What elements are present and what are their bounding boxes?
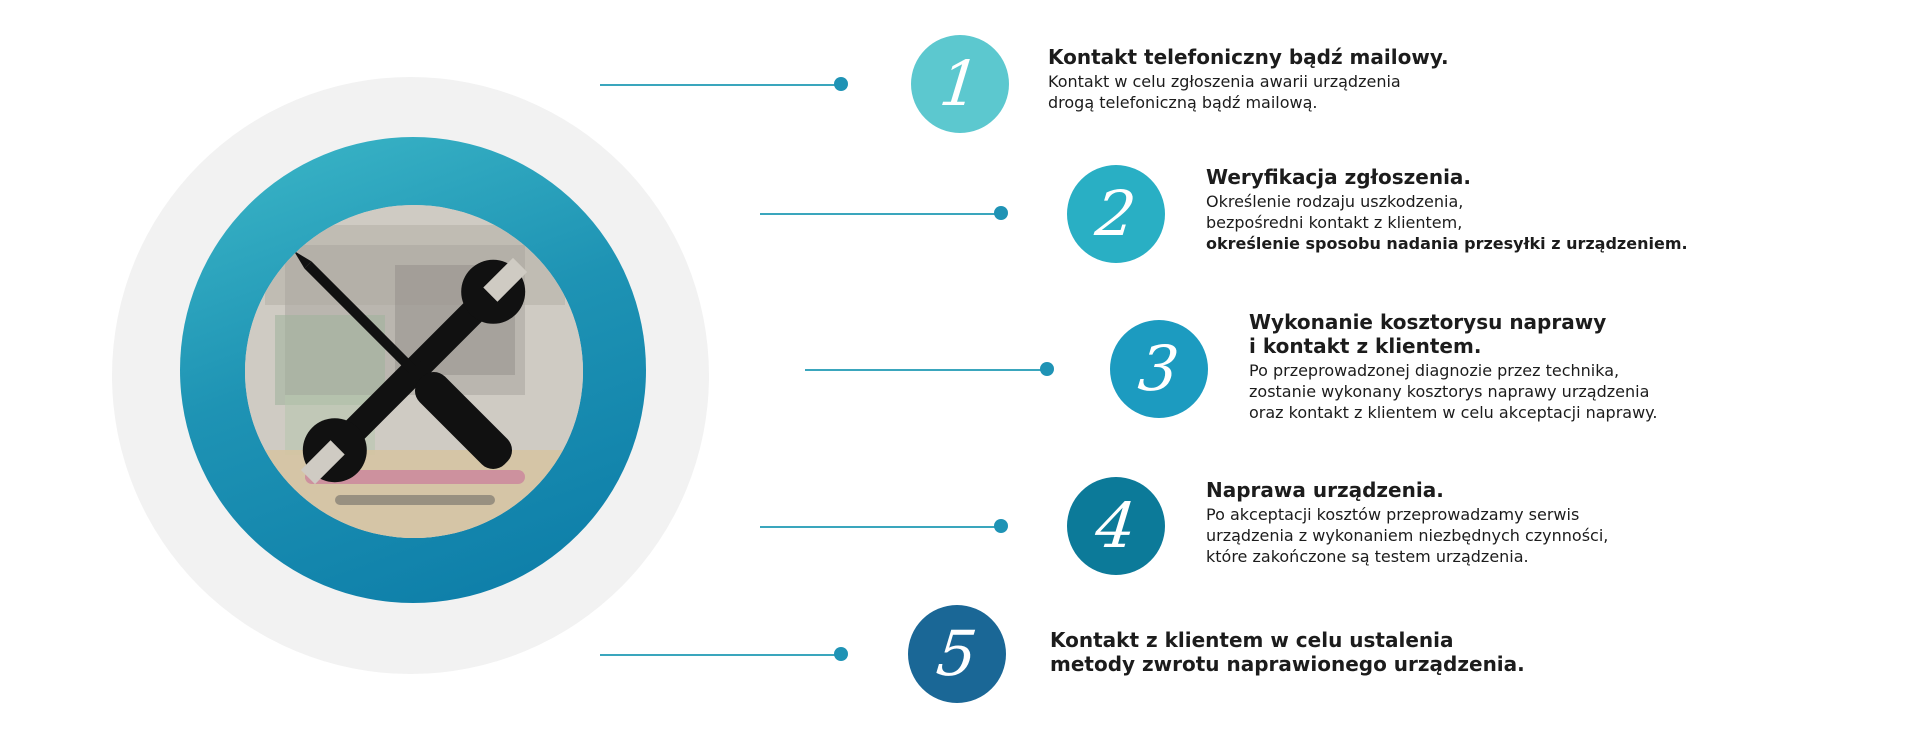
step-4-line-2: urządzenia z wykonaniem niezbędnych czyn… (1206, 526, 1609, 545)
step-3-line-1: Po przeprowadzonej diagnozie przez techn… (1249, 361, 1620, 380)
connector-dot-5 (834, 647, 848, 661)
step-3-title: Wykonanie kosztorysu naprawy i kontakt z… (1249, 310, 1607, 358)
step-2-text: Weryfikacja zgłoszenia. Określenie rodza… (1206, 165, 1688, 254)
step-5-number: 5 (933, 617, 981, 690)
connector-dot-1 (834, 77, 848, 91)
step-3-line-2: zostanie wykonany kosztorys naprawy urzą… (1249, 382, 1650, 401)
step-3-badge: 3 (1110, 320, 1208, 418)
connector-dot-3 (1040, 362, 1054, 376)
connector-dot-4 (994, 519, 1008, 533)
step-4-number: 4 (1092, 489, 1140, 562)
step-2-number: 2 (1092, 177, 1140, 250)
step-2-line-1: Określenie rodzaju uszkodzenia, (1206, 192, 1464, 211)
step-1-line-1: Kontakt w celu zgłoszenia awarii urządze… (1048, 72, 1401, 91)
connector-dot-2 (994, 206, 1008, 220)
step-5-text: Kontakt z klientem w celu ustalenia meto… (1050, 628, 1525, 678)
step-5-title: Kontakt z klientem w celu ustalenia meto… (1050, 628, 1525, 676)
wrench-screwdriver-icon (293, 250, 528, 485)
step-5-badge: 5 (908, 605, 1006, 703)
connector-line-1 (600, 84, 840, 86)
step-4-badge: 4 (1067, 477, 1165, 575)
hub-photo (245, 205, 583, 538)
step-1-text: Kontakt telefoniczny bądź mailowy. Konta… (1048, 45, 1449, 113)
hub-photo-scene (245, 205, 583, 538)
step-3-text: Wykonanie kosztorysu naprawy i kontakt z… (1249, 310, 1657, 423)
step-3-number: 3 (1135, 332, 1183, 405)
step-4-text: Naprawa urządzenia. Po akceptacji kosztó… (1206, 478, 1608, 567)
connector-line-5 (600, 654, 840, 656)
step-2-line-3: określenie sposobu nadania przesyłki z u… (1206, 234, 1688, 253)
step-1-badge: 1 (911, 35, 1009, 133)
step-1-line-2: drogą telefoniczną bądź mailową. (1048, 93, 1318, 112)
step-1-number: 1 (936, 47, 984, 120)
connector-line-2 (760, 213, 1000, 215)
step-3-line-3: oraz kontakt z klientem w celu akceptacj… (1249, 403, 1658, 422)
connector-line-4 (760, 526, 1000, 528)
step-2-badge: 2 (1067, 165, 1165, 263)
step-4-line-1: Po akceptacji kosztów przeprowadzamy ser… (1206, 505, 1580, 524)
step-1-title: Kontakt telefoniczny bądź mailowy. (1048, 45, 1449, 69)
step-4-title: Naprawa urządzenia. (1206, 478, 1444, 502)
step-2-line-2: bezpośredni kontakt z klientem, (1206, 213, 1463, 232)
connector-line-3 (805, 369, 1045, 371)
step-2-title: Weryfikacja zgłoszenia. (1206, 165, 1472, 189)
step-4-line-3: które zakończone są testem urządzenia. (1206, 547, 1529, 566)
